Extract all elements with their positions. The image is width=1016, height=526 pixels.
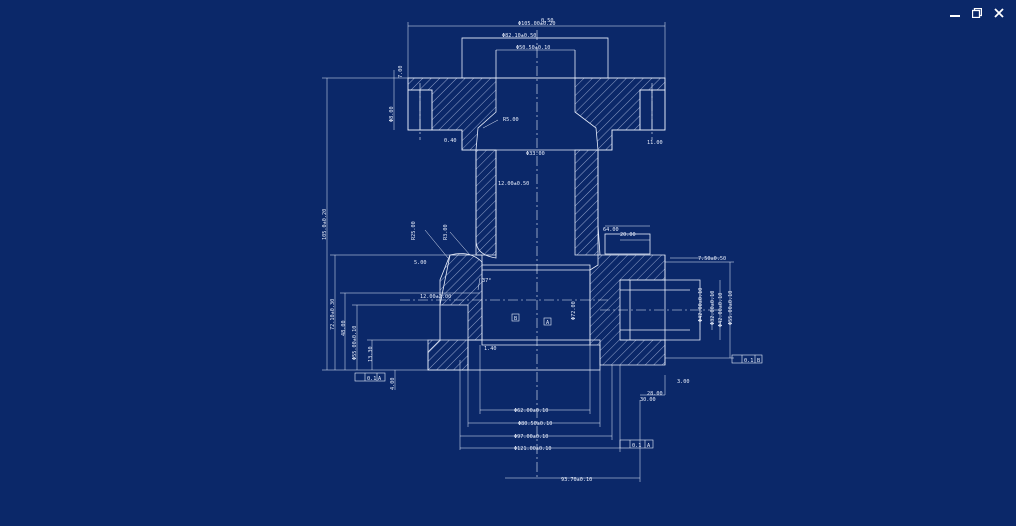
perp-tol-datum: A — [378, 376, 382, 382]
restore-icon[interactable] — [970, 6, 984, 20]
dim-chamfer: 1.40 — [484, 346, 497, 352]
dim-bottom-d3: Φ97.00±0.10 — [514, 434, 548, 440]
dim-r-inner: R3.00 — [443, 224, 449, 240]
dim-bore-label: 12.00±2.00 — [420, 294, 451, 300]
datum-b-label: B — [514, 316, 517, 322]
dim-small-bottom: 4.00 — [390, 378, 396, 391]
dim-inner-dia: Φ55.00±0.10 — [352, 326, 358, 360]
dim-overall-height: 105.0±0.20 — [322, 209, 328, 240]
dim-bore-inner: Φ72.00 — [571, 301, 577, 320]
close-icon[interactable] — [992, 6, 1006, 20]
dim-top-inner: Φ50.50±0.10 — [516, 45, 550, 51]
dim-left-height: 72.10±0.30 — [330, 299, 336, 330]
dim-top-overall: Φ105.00±0.20 — [518, 21, 555, 27]
dim-bottom-d4: Φ121.00±0.10 — [514, 446, 551, 452]
dim-left-small: 0.40 — [444, 138, 457, 144]
window-controls — [948, 6, 1006, 20]
dim-right-bottom2: 28.00 — [647, 391, 663, 397]
dim-side-len: 20.00 — [620, 232, 636, 238]
dimension-texts: Φ105.00±0.20 0.50 Φ82.10±0.50 Φ50.50±0.1… — [322, 18, 760, 483]
dim-step-offset: 5.00 — [414, 260, 427, 266]
dim-bottom-d1: Φ62.00±0.10 — [514, 408, 548, 414]
dim-bottom-len: 93.70±0.10 — [561, 477, 592, 483]
dim-small-low: 13.30 — [368, 346, 374, 362]
pos-tol-a-datum: A — [647, 443, 651, 449]
dim-angle: 37° — [482, 278, 491, 284]
dim-neck-radius: R5.00 — [503, 117, 519, 123]
dim-right-d4: Φ42.00±0.10 — [698, 288, 704, 322]
dim-right-depth: 7.50±0.50 — [698, 256, 726, 262]
minimize-icon[interactable] — [948, 6, 962, 20]
dim-left-inner: 48.00 — [341, 320, 347, 336]
part-outline — [400, 30, 720, 480]
dim-wall-thk: 12.00±0.50 — [498, 181, 529, 187]
dimension-lines — [322, 22, 734, 482]
datum-boxes — [354, 313, 763, 449]
dim-top-mid: Φ82.10±0.50 — [502, 33, 536, 39]
dim-right-d2: Φ42.00±0.10 — [718, 293, 724, 327]
perp-tol-value: 0.1 — [367, 376, 376, 382]
dim-r-outer: R25.00 — [411, 221, 417, 240]
dim-flange-thk: 7.00 — [398, 66, 404, 79]
dim-bottom-d2: Φ80.50±0.10 — [518, 421, 552, 427]
datum-a-label: A — [546, 320, 550, 326]
dim-right-small: 11.00 — [647, 140, 663, 146]
pos-tol-b-datum: B — [757, 358, 760, 364]
dim-right-bottom3: 30.00 — [640, 397, 656, 403]
dim-right-bottom1: 3.00 — [677, 379, 690, 385]
dim-bolt-hole: Φ8.00 — [389, 106, 395, 122]
dim-side-width: 64.00 — [603, 227, 619, 233]
dim-top-overall-tol: 0.50 — [541, 18, 554, 24]
pos-tol-b-value: 0.1 — [744, 358, 753, 364]
pos-tol-a-value: 0.1 — [632, 443, 641, 449]
dim-right-d3: Φ32.00±0.10 — [710, 291, 716, 325]
dim-right-d1: Φ55.00±0.10 — [728, 291, 734, 325]
dim-neck-dia: Φ33.00 — [526, 151, 545, 157]
